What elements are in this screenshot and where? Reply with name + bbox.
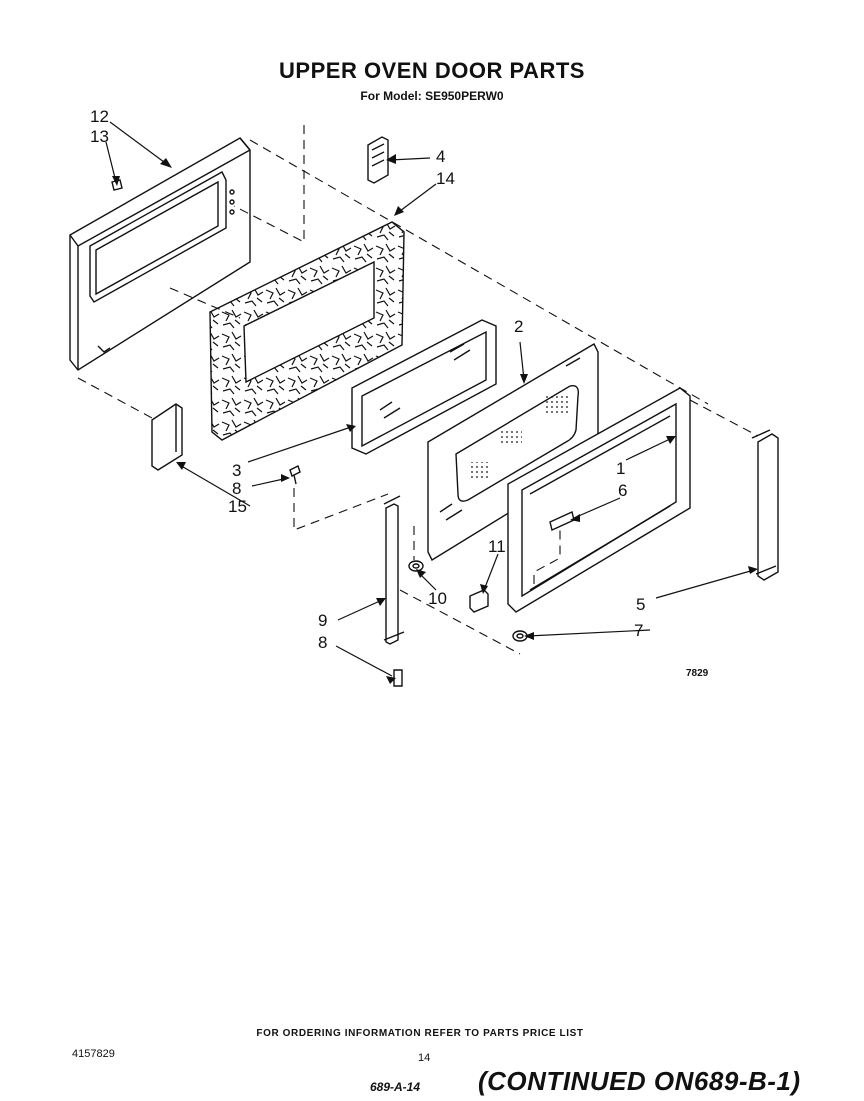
continued-note: (CONTINUED ON689-B-1)	[478, 1066, 801, 1096]
diagram-code: 7829	[686, 668, 709, 679]
callout-8-upper: 8	[232, 479, 242, 498]
inner-glass-2	[427, 343, 599, 561]
callout-5: 5	[636, 595, 646, 614]
callout-3: 3	[232, 461, 242, 480]
callout-14: 14	[436, 169, 455, 188]
callout-1: 1	[616, 459, 626, 478]
document-number: 4157829	[72, 1048, 115, 1060]
callout-15: 15	[228, 497, 247, 516]
glass-panel-3	[351, 319, 497, 455]
callout-6: 6	[618, 481, 628, 500]
handle-bar-5	[751, 429, 779, 581]
page-number: 14	[418, 1052, 431, 1064]
outer-door-panel	[69, 137, 251, 371]
callout-8-lower: 8	[318, 633, 328, 652]
page-title: UPPER OVEN DOOR PARTS	[279, 58, 585, 83]
ordering-note: FOR ORDERING INFORMATION REFER TO PARTS …	[256, 1028, 584, 1039]
callout-12: 12	[90, 107, 109, 126]
assembly-lines	[77, 125, 759, 655]
callout-7: 7	[634, 621, 644, 640]
callout-leaders	[105, 121, 755, 677]
spacer-7	[512, 630, 528, 642]
hinge-bracket-4	[367, 136, 389, 184]
screw-8-lower	[393, 669, 403, 687]
clip-11	[469, 589, 489, 613]
handwritten-reference: 689-A-14	[370, 1080, 421, 1094]
callout-arrowheads	[112, 154, 758, 684]
callout-10: 10	[428, 589, 447, 608]
screw-8-upper	[289, 465, 301, 485]
model-subtitle: For Model: SE950PERW0	[360, 89, 504, 103]
bracket-15	[151, 403, 183, 471]
spacer-10	[408, 560, 424, 572]
hinge-arm-9	[383, 495, 405, 645]
callout-4: 4	[436, 147, 446, 166]
callout-2: 2	[514, 317, 524, 336]
insulation-frame-14	[209, 221, 405, 441]
callout-9: 9	[318, 611, 328, 630]
callout-13: 13	[90, 127, 109, 146]
callout-11: 11	[488, 537, 506, 556]
